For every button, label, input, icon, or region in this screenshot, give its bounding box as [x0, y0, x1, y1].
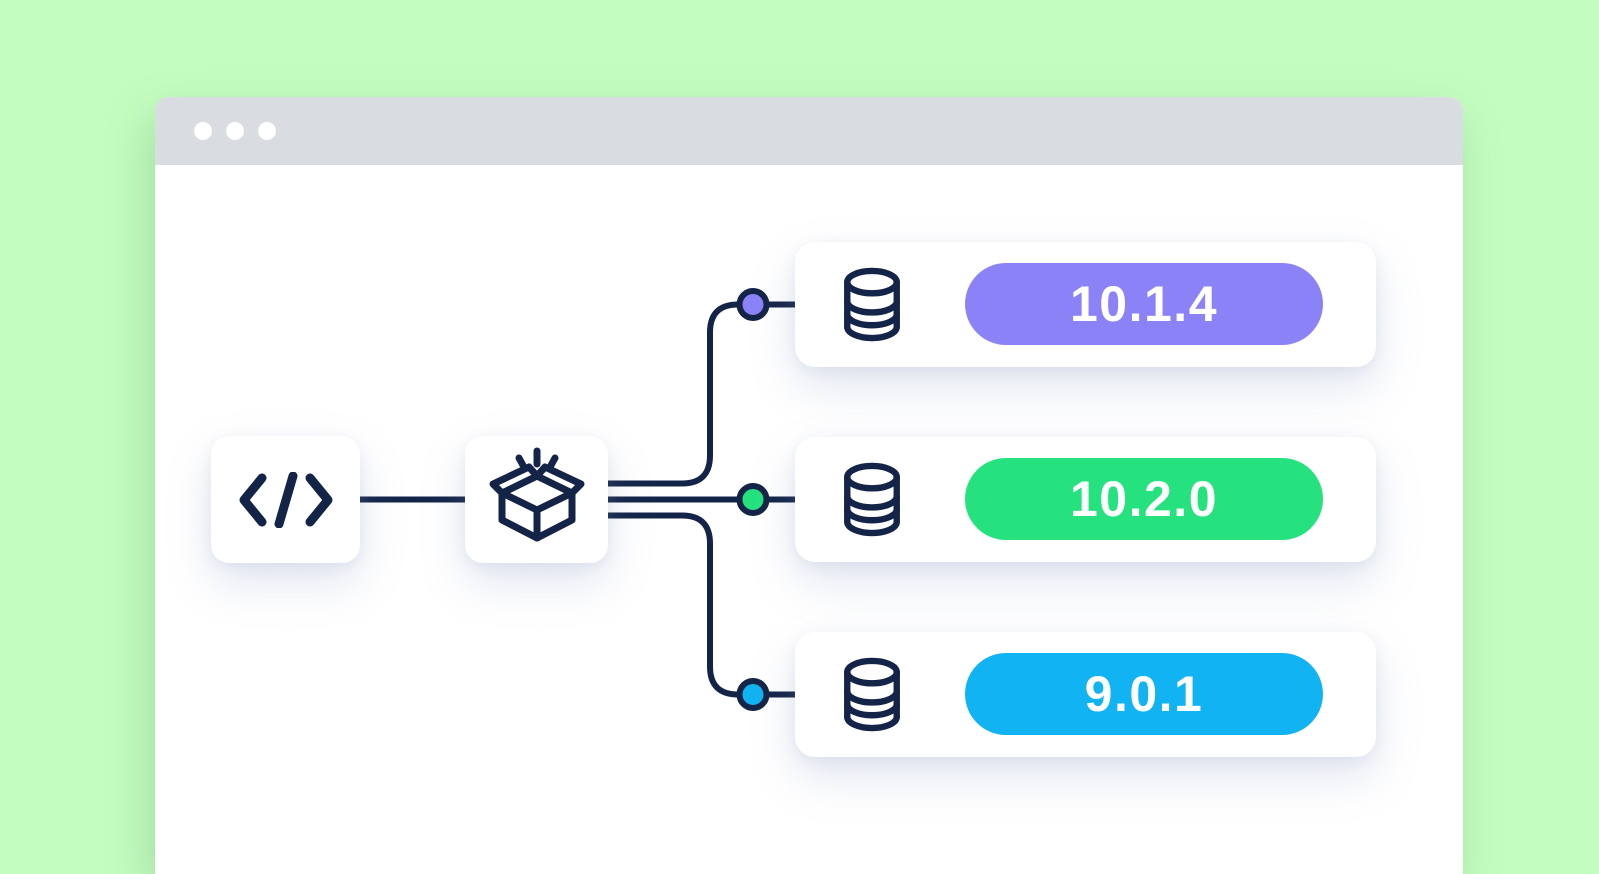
database-icon: [844, 657, 900, 732]
package-icon: [489, 447, 584, 542]
code-icon: [239, 471, 332, 528]
window-dot-3: [258, 122, 276, 140]
version-card-2: 10.2.0: [795, 437, 1376, 562]
version-badge: 9.0.1: [965, 653, 1323, 735]
window-titlebar: [155, 97, 1463, 165]
version-label: 10.1.4: [1069, 276, 1218, 332]
version-badge: 10.2.0: [965, 458, 1323, 540]
version-badge: 10.1.4: [965, 263, 1323, 345]
code-card: [211, 436, 360, 563]
version-label: 10.2.0: [1069, 471, 1218, 527]
package-card: [465, 436, 608, 563]
window-dot-2: [226, 122, 244, 140]
version-label: 9.0.1: [1084, 666, 1204, 722]
version-card-3: 9.0.1: [795, 632, 1376, 757]
window-dot-1: [194, 122, 212, 140]
database-icon: [844, 267, 900, 342]
version-card-1: 10.1.4: [795, 242, 1376, 367]
database-icon: [844, 462, 900, 537]
